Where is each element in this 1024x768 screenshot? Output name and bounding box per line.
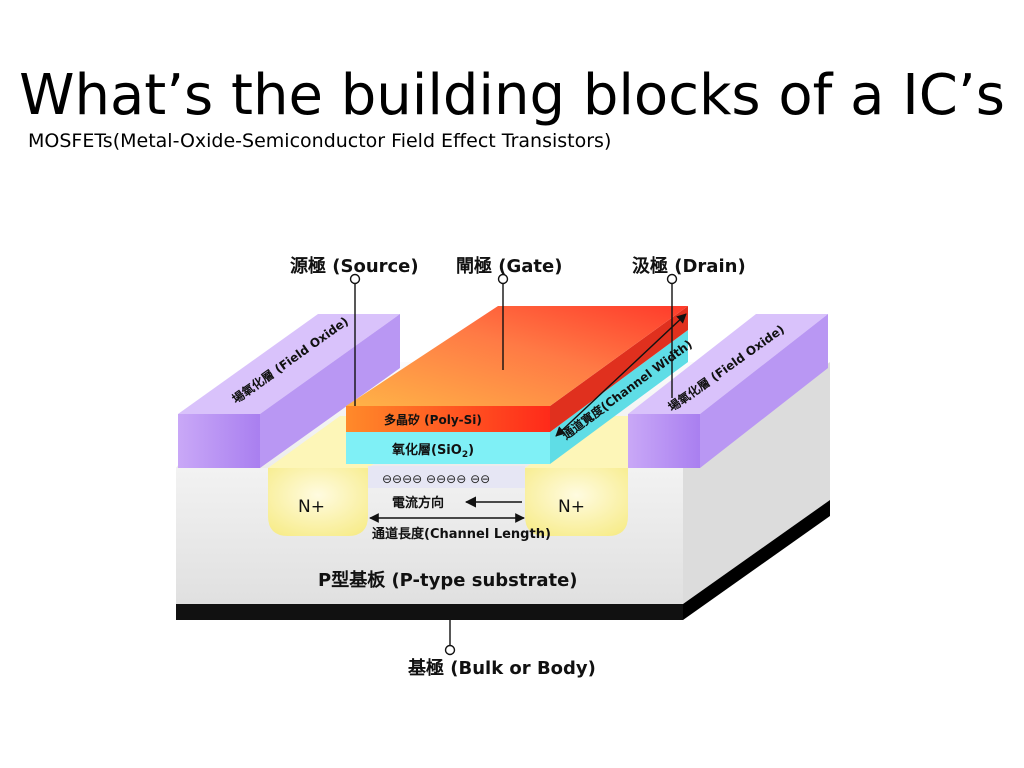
slide-title: What’s the building blocks of a IC’s <box>19 63 1005 128</box>
channel-width-arrow <box>555 313 687 437</box>
n-plus-right-label: N+ <box>558 497 585 517</box>
source-terminal-circle <box>349 273 361 285</box>
channel-region <box>368 466 525 488</box>
gate-oxide-front <box>346 432 550 464</box>
n-plus-region-left <box>268 468 368 536</box>
field-oxide-left-top <box>178 314 400 414</box>
bulk-terminal-circle <box>444 644 456 656</box>
oxide-label-subscript: 2 <box>462 450 468 460</box>
channel-length-label: 通道長度(Channel Length) <box>372 526 551 542</box>
field-oxide-right-side <box>700 314 828 468</box>
poly-gate-front <box>346 406 550 432</box>
n-plus-left-label: N+ <box>298 497 325 517</box>
field-oxide-right-front <box>628 414 700 468</box>
poly-si-label: 多晶矽 (Poly-Si) <box>384 412 482 427</box>
gate-terminal-circle <box>497 273 509 285</box>
source-label: 源極 (Source) <box>290 255 419 277</box>
current-direction-label: 電流方向 <box>392 495 444 511</box>
field-oxide-left-side <box>260 314 400 468</box>
bulk-label: 基極 (Bulk or Body) <box>407 657 596 679</box>
oxide-label-prefix: 氧化層(SiO <box>391 442 462 458</box>
slide-subtitle: MOSFETs(Metal-Oxide-Semiconductor Field … <box>28 130 612 152</box>
bulk-metal-front <box>176 604 683 620</box>
electrons-label: ⊖⊖⊖⊖ ⊖⊖⊖⊖ ⊖⊖ <box>382 472 490 486</box>
bulk-metal-side <box>683 500 830 620</box>
oxide-label: 氧化層(SiO2) <box>391 442 474 460</box>
drain-terminal-circle <box>666 273 678 285</box>
drain-label: 汲極 (Drain) <box>632 255 746 277</box>
substrate-right-side <box>683 362 830 604</box>
field-oxide-left-front <box>178 414 260 468</box>
substrate-label: P型基板 (P-type substrate) <box>318 569 578 591</box>
n-plus-region-right <box>525 468 628 536</box>
oxide-label-suffix: ) <box>468 443 474 458</box>
gate-label: 閘極 (Gate) <box>456 255 562 277</box>
